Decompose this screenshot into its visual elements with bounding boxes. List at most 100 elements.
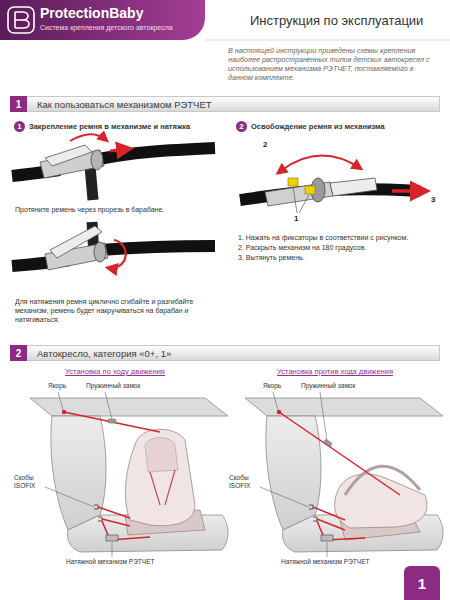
step-circle: 1Закрепление ремня в механизме и натяжка	[14, 121, 25, 132]
ratchet-threading-part	[95, 148, 215, 160]
logo-panel: ProtectionBabyСистема крепления детского…	[0, 0, 205, 40]
ratchet-release-part	[330, 178, 377, 196]
forward-seat-scene-part	[106, 535, 118, 541]
forward-seat-scene-part	[62, 410, 66, 414]
forward-seat-scene-part	[102, 521, 150, 540]
logo-icon	[8, 7, 34, 33]
section-number: 1	[10, 96, 27, 112]
page-title: Инструкция по эксплуатации	[250, 13, 423, 28]
forward-seat-scene-part	[98, 517, 102, 521]
node-text: Как пользоваться механизмом РЭТЧЕТ	[37, 99, 212, 110]
ratchet-threading	[12, 134, 215, 200]
page-number-box: 1	[404, 566, 440, 600]
rearward-seat-scene-part	[245, 398, 443, 416]
rearward-seat-scene-part	[317, 521, 365, 540]
ratchet-threading-part	[91, 150, 103, 170]
part-label: Якорь	[48, 382, 88, 390]
node-text: 2	[236, 121, 247, 132]
ratchet-release	[240, 155, 424, 213]
rearward-seat-scene-part	[266, 416, 321, 530]
ratchet-threading-part	[45, 145, 92, 166]
part-label: Скобы ISOFIX	[229, 474, 269, 490]
node-text: Автокресло, категория «0+, 1»	[37, 348, 171, 359]
callout-number: 2	[263, 140, 273, 149]
ratchet-tensioning-part	[94, 242, 106, 262]
rearward-seat-scene-part	[321, 535, 333, 541]
node-text: Система крепления детского автокресла	[40, 24, 173, 31]
node-text: 2	[16, 348, 22, 359]
part-label: Натяжной механизм РЭТЧЕТ	[281, 558, 421, 566]
rearward-seat-scene-part	[320, 392, 327, 441]
part-label: Пружинный замок	[301, 382, 381, 390]
ratchet-release-part	[282, 155, 360, 170]
ratchet-threading-part	[90, 166, 93, 200]
section-number: 2	[10, 345, 27, 361]
forward-seat-scene-part	[145, 438, 178, 473]
forward-seat-scene-part	[64, 412, 160, 432]
scene-title: Установка против хода движения	[235, 367, 435, 376]
forward-seat-scene-part	[58, 392, 63, 410]
forward-seat-scene-part	[108, 419, 116, 423]
rearward-seat-scene-part	[260, 487, 309, 507]
node-text: 1	[418, 575, 426, 592]
forward-seat-scene-part	[45, 487, 94, 507]
forward-seat-scene-part	[98, 507, 130, 518]
ratchet-threading-part	[110, 149, 128, 151]
callout-number: 1	[294, 214, 304, 223]
section-band: Как пользоваться механизмом РЭТЧЕТ 1	[10, 96, 440, 112]
header-rule-part	[205, 40, 450, 41]
rearward-seat-scene-part	[324, 439, 333, 447]
callout-number: 3	[431, 195, 441, 204]
rearward-seat-scene-part	[327, 542, 328, 557]
instruction-text: Протяните ремень через прорезь в барабан…	[15, 205, 215, 214]
rearward-seat-scene-part	[277, 410, 281, 414]
forward-seat-scene-part	[150, 470, 175, 505]
step-text: 1. Нажать на фиксаторы в соответствии с …	[238, 233, 438, 242]
ratchet-tensioning-part	[109, 240, 126, 268]
forward-seat-scene-part	[94, 505, 98, 509]
node-text: Освобождение ремня из механизма	[251, 121, 385, 132]
header-rule	[205, 40, 450, 41]
step-text: 3. Вытянуть ремень.	[238, 253, 438, 262]
ratchet-release-part	[299, 195, 309, 213]
ratchet-release-part	[305, 186, 315, 194]
forward-seat-scene-part	[112, 542, 113, 557]
node-text: 1	[14, 121, 25, 132]
forward-seat-scene-part	[51, 416, 106, 530]
part-label: Якорь	[263, 382, 303, 390]
ratchet-release-part	[392, 189, 424, 193]
rearward-seat-scene-part	[345, 466, 420, 495]
ratchet-release-part	[288, 178, 298, 186]
step-text: 2. Раскрыть механизм на 180 градусов.	[238, 243, 438, 252]
logo-icon-part	[15, 12, 29, 28]
step-circle: 2Освобождение ремня из механизма	[236, 121, 247, 132]
rearward-seat-scene-part	[313, 507, 345, 520]
ratchet-tensioning-part	[100, 246, 215, 250]
logo-icon-part	[8, 7, 34, 33]
part-label: Пружинный замок	[86, 382, 166, 390]
rearward-seat-scene-part	[279, 412, 400, 495]
rearward-seat-scene	[245, 392, 443, 557]
part-label: Натяжной механизм РЭТЧЕТ	[66, 558, 206, 566]
rearward-seat-scene-part	[313, 517, 317, 521]
node-text: Закрепление ремня в механизме и натяжка	[29, 121, 190, 132]
forward-seat-scene-part	[105, 392, 112, 419]
intro-text: В настоящей инструкции приведены схемы к…	[228, 46, 440, 82]
section-band: Автокресло, категория «0+, 1» 2	[10, 345, 440, 361]
scene-title: Установка по ходу движения	[20, 367, 210, 376]
forward-seat-scene-part	[125, 429, 195, 525]
forward-seat-scene	[30, 392, 228, 557]
rearward-seat-scene-part	[317, 519, 345, 530]
node-text: 1	[16, 99, 22, 110]
node-text: ProtectionBaby	[40, 5, 143, 21]
rearward-seat-scene-part	[309, 505, 313, 509]
forward-seat-scene-part	[102, 519, 130, 526]
rearward-seat-scene-part	[273, 392, 278, 410]
instruction-text: Для натяжения ремня циклично сгибайте и …	[15, 297, 220, 324]
ratchet-release-part	[293, 187, 297, 213]
part-label: Скобы ISOFIX	[14, 474, 54, 490]
ratchet-threading-part	[70, 134, 106, 141]
ratchet-tensioning	[12, 222, 215, 270]
